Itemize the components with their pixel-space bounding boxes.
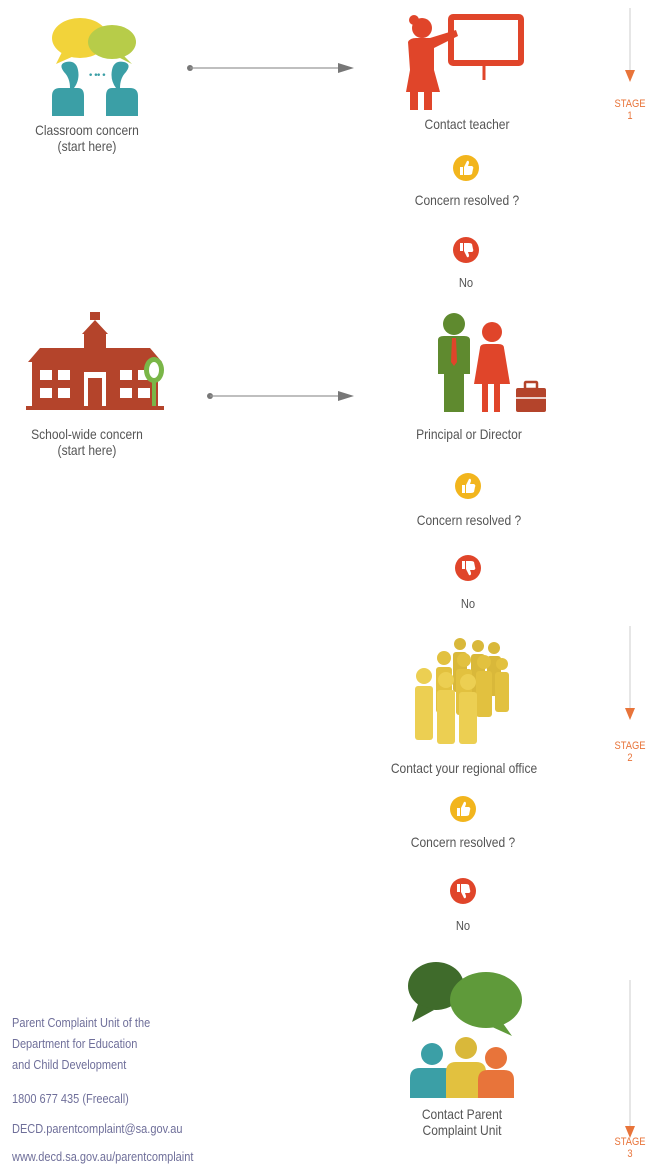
stage-2-arrow <box>625 626 635 720</box>
thumbs-up-icon <box>453 155 479 181</box>
no-label-1: No <box>458 275 474 290</box>
concern-resolved-question-1: Concern resolved ? <box>414 192 520 208</box>
school-building-icon <box>26 312 164 410</box>
no-label-2: No <box>460 596 476 611</box>
thumbs-down-icon <box>450 878 476 904</box>
stage-2-label: STAGE 2 <box>613 740 647 764</box>
no-label-3: No <box>455 918 471 933</box>
stage-2-word: STAGE <box>614 740 646 752</box>
contact-org-line-1: Parent Complaint Unit of the <box>12 1016 151 1030</box>
stage-3-arrow <box>625 980 635 1138</box>
school-wide-concern-text: School-wide concern <box>31 426 143 442</box>
stage-3-label: STAGE 3 <box>613 1136 647 1160</box>
thumbs-up-icon <box>450 796 476 822</box>
parents-icon <box>408 962 522 1098</box>
contact-org-line-2: Department for Education <box>12 1037 138 1051</box>
stage-1-number: 1 <box>627 110 633 122</box>
thumbs-down-icon <box>453 237 479 263</box>
school-start-here: (start here) <box>57 442 117 458</box>
thumbs-down-icon <box>455 555 481 581</box>
arrow-connector-2 <box>207 391 354 401</box>
speech-people-icon: •• •• <box>52 18 138 116</box>
school-wide-concern-label: School-wide concern (start here) <box>12 426 162 458</box>
contact-web[interactable]: www.decd.sa.gov.au/parentcomplaint <box>12 1150 194 1164</box>
crowd-icon <box>415 638 509 744</box>
svg-text:••: •• <box>88 71 99 81</box>
arrow-connector-1 <box>187 63 354 73</box>
classroom-concern-label: Classroom concern (start here) <box>12 122 162 154</box>
stage-1-arrow <box>625 8 635 82</box>
svg-text:••: •• <box>96 71 107 81</box>
contact-teacher-label: Contact teacher <box>424 116 510 132</box>
stage-1-word: STAGE <box>614 98 646 110</box>
teacher-icon <box>406 14 524 110</box>
stage-3-number: 3 <box>627 1148 633 1160</box>
stage-2-number: 2 <box>627 752 633 764</box>
classroom-concern-text: Classroom concern <box>35 122 139 138</box>
parent-unit-line-1: Contact Parent <box>421 1106 503 1122</box>
parent-complaint-unit-label: Contact Parent Complaint Unit <box>385 1106 540 1138</box>
classroom-start-here: (start here) <box>57 138 117 154</box>
thumbs-up-icon <box>455 473 481 499</box>
regional-office-label: Contact your regional office <box>390 760 538 776</box>
principal-label: Principal or Director <box>416 426 522 442</box>
contact-email[interactable]: DECD.parentcomplaint@sa.gov.au <box>12 1122 183 1136</box>
principal-icon <box>438 313 546 412</box>
parent-unit-line-2: Complaint Unit <box>422 1122 502 1138</box>
stage-1-label: STAGE 1 <box>613 98 647 122</box>
concern-resolved-question-3: Concern resolved ? <box>410 834 516 850</box>
stage-3-word: STAGE <box>614 1136 646 1148</box>
concern-resolved-question-2: Concern resolved ? <box>416 512 522 528</box>
contact-org-line-3: and Child Development <box>12 1058 127 1072</box>
contact-phone: 1800 677 435 (Freecall) <box>12 1092 129 1106</box>
